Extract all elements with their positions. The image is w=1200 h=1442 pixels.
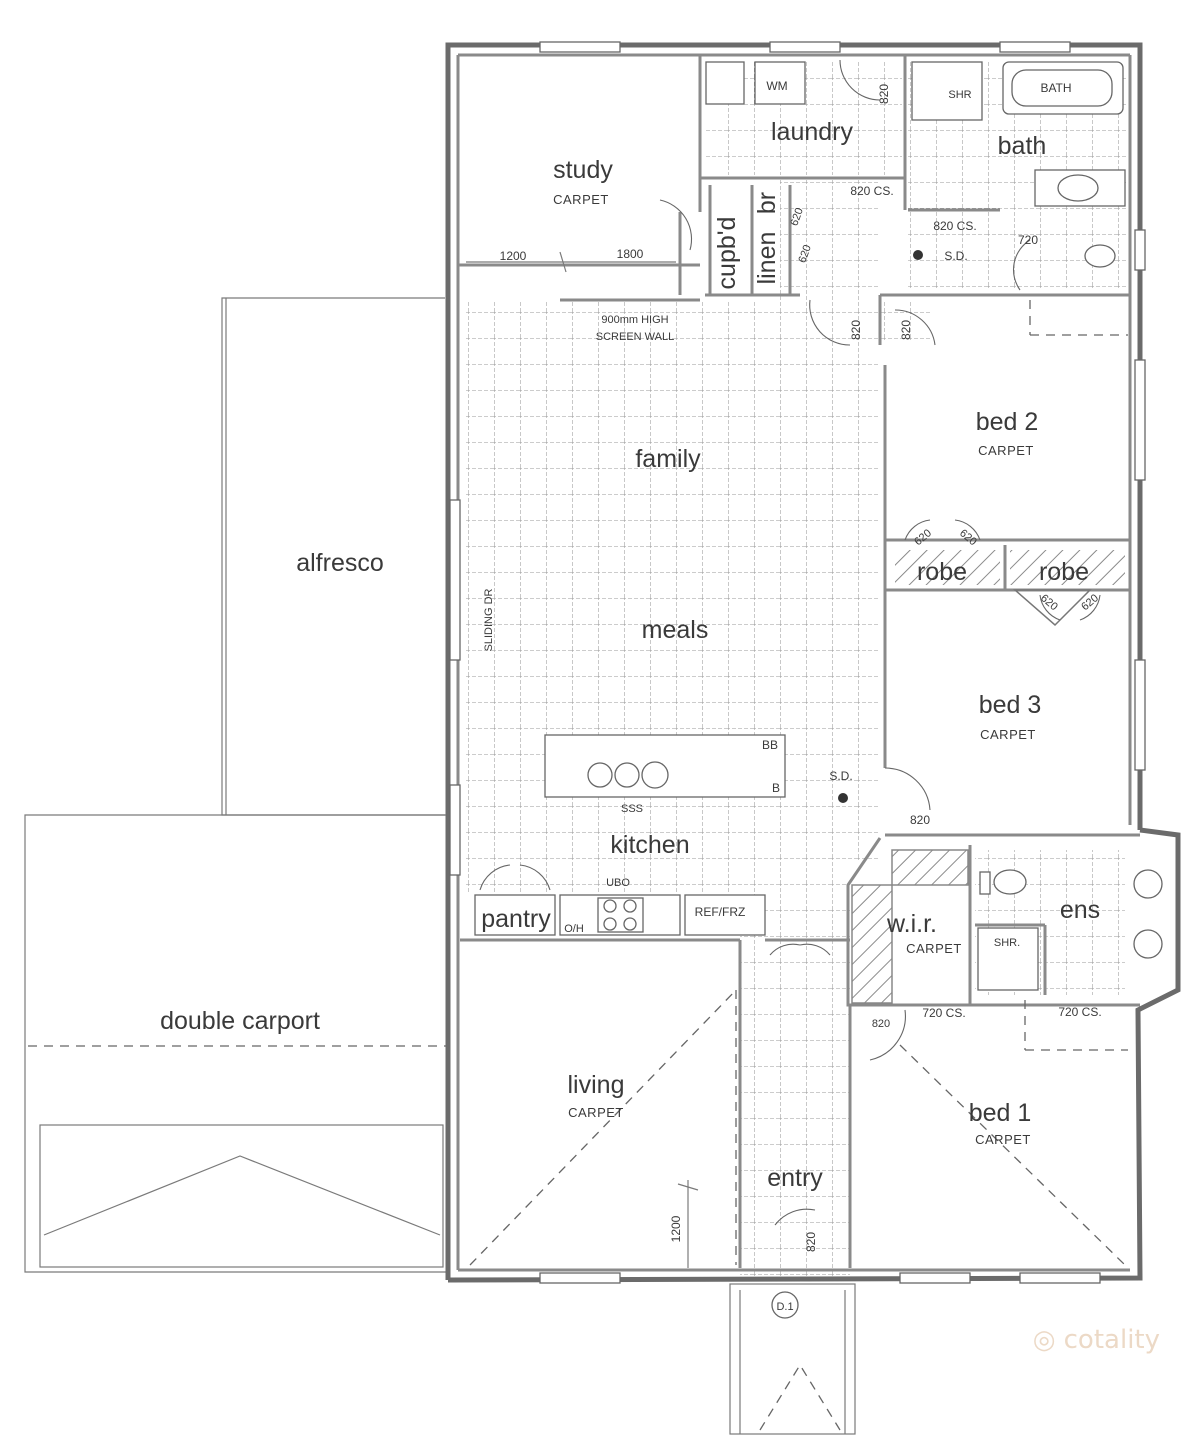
room-laundry-label: laundry (771, 118, 853, 146)
watermark-logo-icon: ◎ (1032, 1325, 1056, 1355)
sink-sss-label: SSS (621, 803, 643, 815)
dim-620-br: 620 (788, 206, 806, 227)
door-swings (479, 59, 1101, 1226)
dim-720cs-wir: 720 CS. (922, 1006, 965, 1020)
screen-wall-line1: 900mm HIGH (601, 314, 668, 326)
room-wir-finish: CARPET (906, 941, 962, 956)
room-study-label: study (553, 156, 613, 184)
room-study-finish: CARPET (553, 192, 609, 207)
overhead-label: O/H (564, 923, 584, 935)
dim-820cs-top: 820 CS. (850, 184, 893, 198)
room-wir-label: w.i.r. (886, 910, 937, 938)
internal-walls (458, 55, 1140, 1268)
room-living-finish: CARPET (568, 1105, 624, 1120)
watermark-text: cotality (1063, 1325, 1160, 1355)
room-bed3-label: bed 3 (979, 691, 1042, 719)
room-cupbd-label: cupb'd (713, 217, 741, 290)
room-living-label: living (568, 1071, 625, 1099)
dim-1200-living: 1200 (669, 1215, 683, 1242)
room-meals-label: meals (642, 616, 709, 644)
sliding-door-label: SLIDING DR (483, 588, 495, 651)
ubo-label: UBO (606, 877, 630, 889)
dim-820-bed2: 820 (899, 320, 913, 340)
dim-620-robe2b: 620 (1079, 592, 1101, 613)
room-bed3-finish: CARPET (980, 727, 1036, 742)
room-entry-label: entry (767, 1164, 823, 1192)
dim-820-bed3: 820 (910, 813, 930, 827)
dim-820-bed1: 820 (872, 1018, 890, 1030)
dim-1200-study: 1200 (500, 249, 527, 263)
door-d1-label: D.1 (776, 1301, 793, 1313)
dim-620-robe1b: 620 (957, 527, 979, 548)
dashed-lines (469, 300, 1128, 1431)
dim-720-bath: 720 (1018, 233, 1038, 247)
external-walls (445, 41, 1181, 1284)
room-carport-label: double carport (160, 1007, 320, 1035)
room-pantry-label: pantry (481, 905, 551, 933)
room-bath-label: bath (998, 132, 1047, 160)
room-bed1-label: bed 1 (969, 1099, 1032, 1127)
cotality-watermark: ◎ cotality (1033, 1325, 1160, 1355)
room-bed2-finish: CARPET (978, 443, 1034, 458)
bathtub-label: BATH (1040, 81, 1071, 95)
bench-bb-label: BB (762, 738, 778, 752)
dim-820-entry: 820 (804, 1232, 818, 1252)
room-family-label: family (635, 445, 701, 473)
room-br-label: br (753, 192, 781, 214)
room-robe2-label: robe (1039, 558, 1089, 586)
screen-wall-line2: SCREEN WALL (596, 331, 674, 343)
dimension-ticks (466, 251, 699, 1268)
dim-620-br2: 620 (796, 243, 814, 264)
room-kitchen-label: kitchen (610, 831, 689, 859)
dim-720cs-ens: 720 CS. (1058, 1005, 1101, 1019)
dim-620-robe2a: 620 (1038, 592, 1060, 613)
outdoor-areas (24, 297, 856, 1435)
room-linen-label: linen (753, 232, 781, 285)
fridge-label: REF/FRZ (695, 905, 746, 919)
dim-1800-study: 1800 (617, 247, 644, 261)
bench-b-label: B (772, 781, 780, 795)
room-alfresco-label: alfresco (296, 549, 384, 577)
bath-shower-label: SHR (948, 89, 971, 101)
fixtures (474, 61, 1163, 1319)
dim-820-hall: 820 (849, 320, 863, 340)
ensuite-shower-label: SHR. (994, 937, 1020, 949)
dim-820-laundry: 820 (877, 84, 891, 104)
room-ens-label: ens (1060, 896, 1100, 924)
room-bed2-label: bed 2 (976, 408, 1039, 436)
room-bed1-finish: CARPET (975, 1132, 1031, 1147)
smoke-detector-2-label: S.D. (829, 769, 852, 783)
dim-620-robe1a: 620 (912, 527, 934, 548)
smoke-detector-1-label: S.D. (944, 249, 967, 263)
dim-820cs-bath: 820 CS. (933, 219, 976, 233)
room-robe1-label: robe (917, 558, 967, 586)
washing-machine-label: WM (766, 79, 787, 93)
